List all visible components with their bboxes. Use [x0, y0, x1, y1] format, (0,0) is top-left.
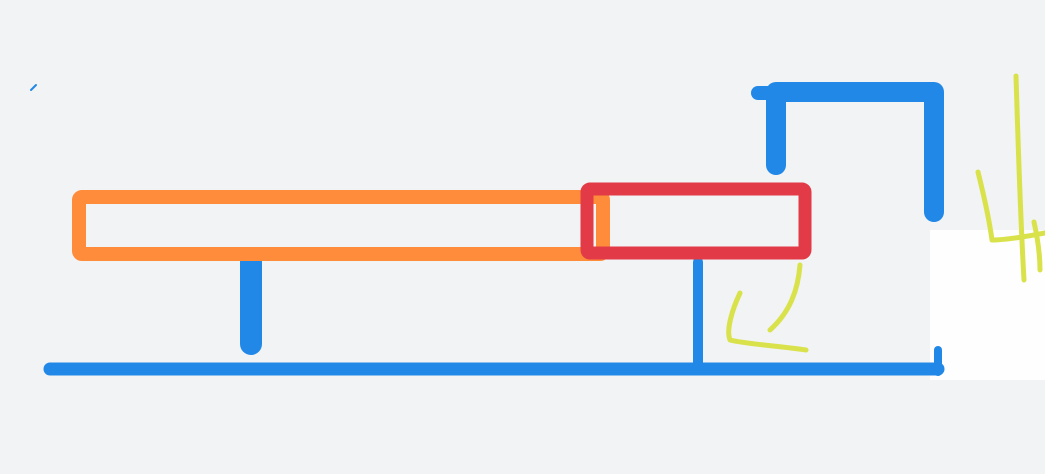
yellow-scribble	[726, 262, 809, 353]
small-blue-mark	[30, 84, 37, 91]
yellow-four-scribble	[975, 73, 1045, 283]
white-patch	[930, 230, 1045, 380]
red-box	[580, 182, 812, 260]
blue-frame	[766, 82, 944, 222]
orange-beam	[72, 190, 610, 261]
